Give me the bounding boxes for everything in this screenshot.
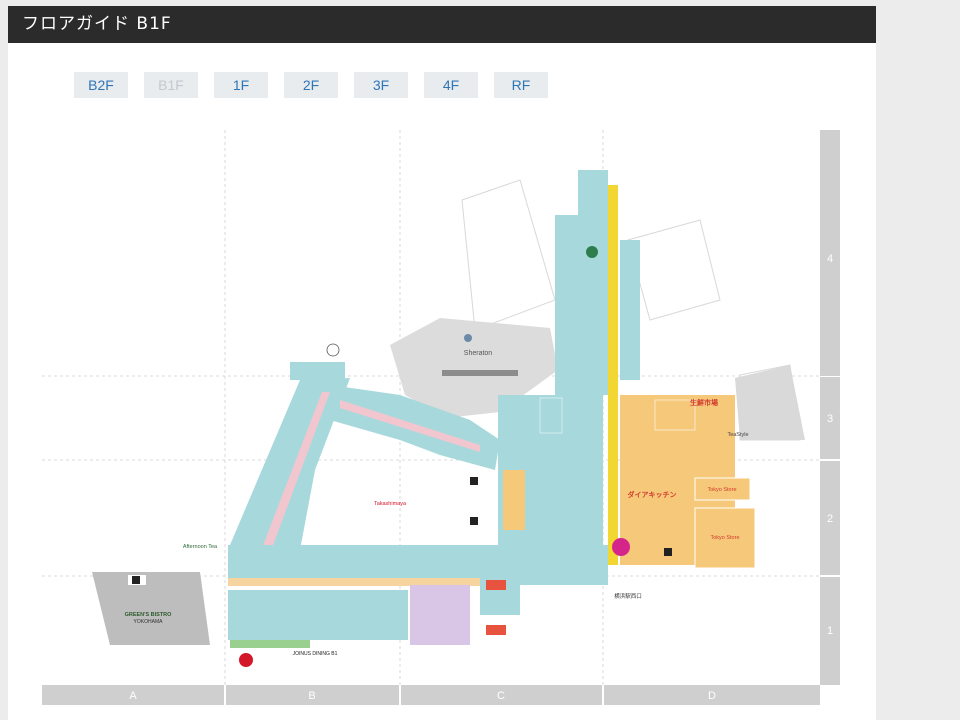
row-axis: 4 3 2 1 — [820, 130, 840, 685]
tab-floor-b2f[interactable]: B2F — [74, 72, 128, 98]
seisen-ichiba-label: 生鮮市場 — [690, 398, 718, 407]
greens-bistro-sub: YOKOHAMA — [134, 619, 164, 625]
dia-kitchen-label: ダイアキッチン — [628, 490, 677, 499]
parking-markers — [132, 477, 672, 584]
row-label-1: 1 — [827, 625, 833, 637]
tokyo-store-2-label: Tokyo Store — [710, 535, 739, 541]
tab-floor-rf[interactable]: RF — [494, 72, 548, 98]
tea-style-label: TeaStyle — [727, 432, 748, 438]
tab-floor-2f[interactable]: 2F — [284, 72, 338, 98]
page-title: フロアガイド B1F — [8, 6, 876, 43]
afternoon-tea-label: Afternoon Tea — [183, 544, 218, 550]
column-label-c: C — [497, 690, 505, 702]
sheraton-label: Sheraton — [464, 350, 493, 357]
right-food-area[interactable]: 生鮮市場 Tokyo Store Tokyo Store ダイアキッチン Tea… — [612, 395, 756, 569]
tokyo-store-1-label: Tokyo Store — [707, 487, 736, 493]
grey-building-right — [735, 365, 805, 440]
tab-floor-b1f[interactable]: B1F — [144, 72, 198, 98]
column-label-d: D — [708, 690, 716, 702]
center-diagonal-corridor[interactable] — [330, 385, 500, 470]
floor-tabs: B2F B1F 1F 2F 3F 4F RF — [74, 72, 548, 98]
tab-floor-4f[interactable]: 4F — [424, 72, 478, 98]
main-yellow-path — [608, 185, 618, 565]
row-label-2: 2 — [827, 513, 833, 525]
greens-bistro-block[interactable]: GREEN'S BISTRO YOKOHAMA — [92, 572, 210, 645]
row-label-4: 4 — [827, 253, 833, 265]
bottom-concourse[interactable]: JOINUS DINING B1 — [228, 545, 608, 667]
takashimaya-label: Takashimaya — [374, 501, 407, 507]
left-diagonal-concourse[interactable] — [230, 343, 350, 550]
sheraton-block[interactable]: Sheraton — [390, 318, 558, 418]
greens-bistro-label: GREEN'S BISTRO — [125, 612, 173, 618]
column-label-b: B — [308, 690, 315, 702]
column-axis: A B C D — [42, 685, 820, 705]
tab-floor-1f[interactable]: 1F — [214, 72, 268, 98]
joinus-dining-label: JOINUS DINING B1 — [293, 651, 338, 657]
row-label-3: 3 — [827, 413, 833, 425]
station-west-label: 横浜駅西口 — [614, 592, 642, 600]
column-label-a: A — [129, 690, 137, 702]
tab-floor-3f[interactable]: 3F — [354, 72, 408, 98]
